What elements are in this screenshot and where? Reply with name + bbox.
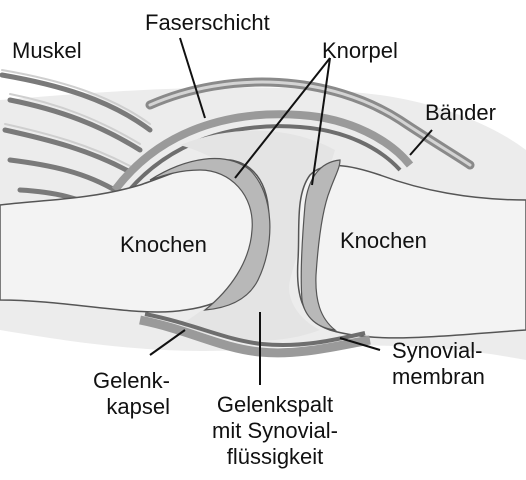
label-knochen-left: Knochen xyxy=(120,232,207,258)
label-spalt-line1: Gelenkspalt xyxy=(200,392,350,418)
label-faserschicht: Faserschicht xyxy=(145,10,270,36)
label-baender: Bänder xyxy=(425,100,496,126)
label-gelenkkapsel: Gelenk- kapsel xyxy=(60,368,170,420)
label-muskel: Muskel xyxy=(12,38,82,64)
label-gelenkspalt: Gelenkspalt mit Synovial- flüssigkeit xyxy=(200,392,350,470)
label-spalt-line3: flüssigkeit xyxy=(200,444,350,470)
label-spalt-line2: mit Synovial- xyxy=(200,418,350,444)
label-gelenk-line1: Gelenk- xyxy=(60,368,170,394)
label-knochen-right: Knochen xyxy=(340,228,427,254)
label-synovial-line2: membran xyxy=(392,364,485,390)
label-synovial-line1: Synovial- xyxy=(392,338,485,364)
label-knorpel: Knorpel xyxy=(322,38,398,64)
label-gelenk-line2: kapsel xyxy=(60,394,170,420)
label-synovialmembran: Synovial- membran xyxy=(392,338,485,390)
